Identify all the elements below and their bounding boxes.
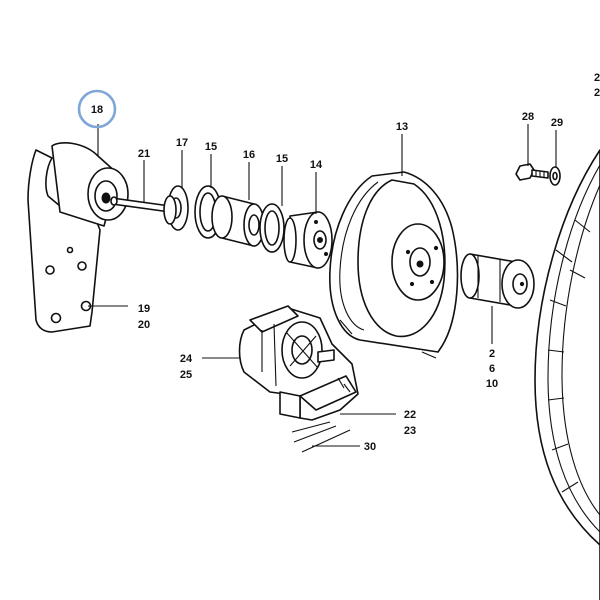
housing-cover-part	[534, 149, 600, 600]
callout-25: 25	[180, 369, 192, 381]
callout-17: 17	[176, 137, 188, 149]
leader-lines	[88, 124, 557, 447]
callout-19: 19	[138, 303, 150, 315]
callout-highlight-ring	[77, 89, 117, 129]
callout-30: 30	[364, 441, 376, 453]
callout-14: 14	[310, 159, 323, 171]
callout-13: 13	[396, 121, 408, 133]
callout-15-left: 15	[205, 141, 217, 153]
callout-28: 28	[522, 111, 534, 123]
bearing-part-16	[211, 195, 265, 247]
callout-edge-bottom: 2	[594, 87, 600, 99]
circlip-part-15-right	[259, 203, 285, 253]
callout-2: 2	[489, 348, 495, 360]
callout-16: 16	[243, 149, 255, 161]
callout-6: 6	[489, 363, 495, 375]
callout-15-right: 15	[276, 153, 288, 165]
washer-part-29	[549, 166, 561, 186]
pin-part-30	[291, 421, 351, 453]
mounting-bracket-part-18	[27, 142, 129, 333]
callout-20: 20	[138, 319, 150, 331]
hub-flange-part-14	[283, 211, 333, 269]
callout-22: 22	[404, 409, 416, 421]
sleeve-part-2	[460, 253, 535, 309]
callout-21: 21	[138, 148, 150, 160]
callout-23: 23	[404, 425, 416, 437]
bolt-part-28	[515, 163, 549, 181]
callout-labels: 18 21 17 15 16 15 14 13 28 29 19 20 24 2…	[91, 72, 600, 453]
spacer-part-17	[163, 185, 189, 231]
callout-18: 18	[91, 104, 103, 116]
callout-29: 29	[551, 117, 563, 129]
callout-10: 10	[486, 378, 498, 390]
callout-24: 24	[180, 353, 193, 365]
tensioner-assembly-part	[238, 305, 359, 421]
pulley-belt-part-13	[329, 171, 459, 359]
callout-edge-top: 2	[594, 72, 600, 84]
shaft-part-21	[110, 196, 171, 213]
